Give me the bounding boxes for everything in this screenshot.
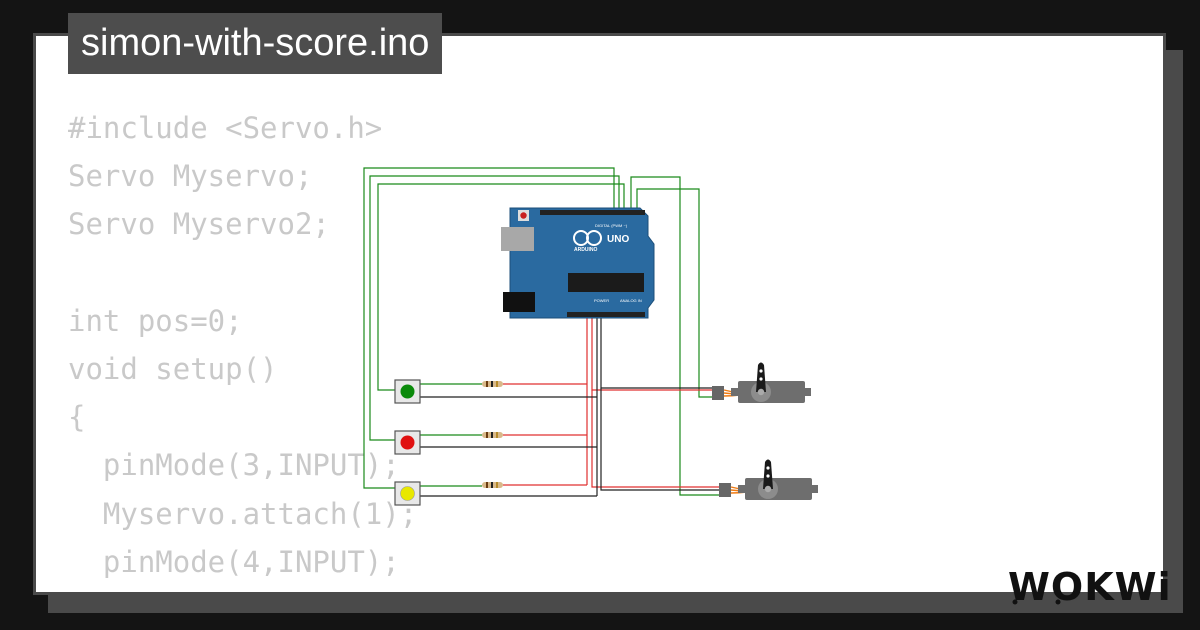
board-model-label: UNO bbox=[607, 234, 629, 245]
red-wires bbox=[503, 316, 720, 488]
code-line: void setup() bbox=[68, 351, 278, 386]
power-jack bbox=[503, 292, 535, 312]
wokwi-logo-text: WOKWi bbox=[1008, 565, 1172, 608]
usb-port bbox=[501, 227, 534, 251]
wokwi-logo: WOKWi bbox=[1008, 565, 1172, 608]
code-line: Servo Myservo; bbox=[68, 159, 313, 194]
pushbutton-red[interactable] bbox=[394, 430, 421, 455]
power-analog-header bbox=[567, 312, 645, 317]
power-label: POWER bbox=[594, 298, 609, 303]
digital-header bbox=[540, 210, 645, 215]
resistor bbox=[482, 482, 503, 488]
code-preview: #include <Servo.h> Servo Myservo; Servo My… bbox=[68, 104, 435, 592]
resistor bbox=[482, 381, 503, 387]
board-brand-label: ARDUINO bbox=[574, 247, 597, 253]
code-line: pinMode(4,INPUT); bbox=[68, 544, 400, 579]
pushbutton-green[interactable] bbox=[394, 379, 421, 404]
code-line: pinMode(3,INPUT); bbox=[68, 448, 400, 483]
project-filename: simon-with-score.ino bbox=[68, 13, 443, 74]
analog-label: ANALOG IN bbox=[620, 298, 642, 303]
pushbutton-yellow[interactable] bbox=[394, 481, 421, 506]
code-line: Servo Myservo2; bbox=[68, 207, 330, 242]
code-line: Myservo.attach(1); bbox=[68, 496, 418, 531]
arduino-uno-board[interactable]: UNO ARDUINO DIGITAL (PWM ~) POWER ANALOG… bbox=[501, 207, 655, 319]
servo-motor-1[interactable] bbox=[712, 362, 811, 404]
digital-label: DIGITAL (PWM ~) bbox=[595, 223, 628, 228]
atmega-chip bbox=[568, 273, 644, 292]
servo-motor-2[interactable] bbox=[719, 459, 818, 501]
code-line: { bbox=[68, 400, 86, 435]
code-line: int pos=0; bbox=[68, 303, 243, 338]
black-wires bbox=[420, 316, 720, 497]
green-wires bbox=[363, 167, 720, 496]
resistor bbox=[482, 432, 503, 438]
code-line: #include <Servo.h> bbox=[68, 111, 383, 145]
